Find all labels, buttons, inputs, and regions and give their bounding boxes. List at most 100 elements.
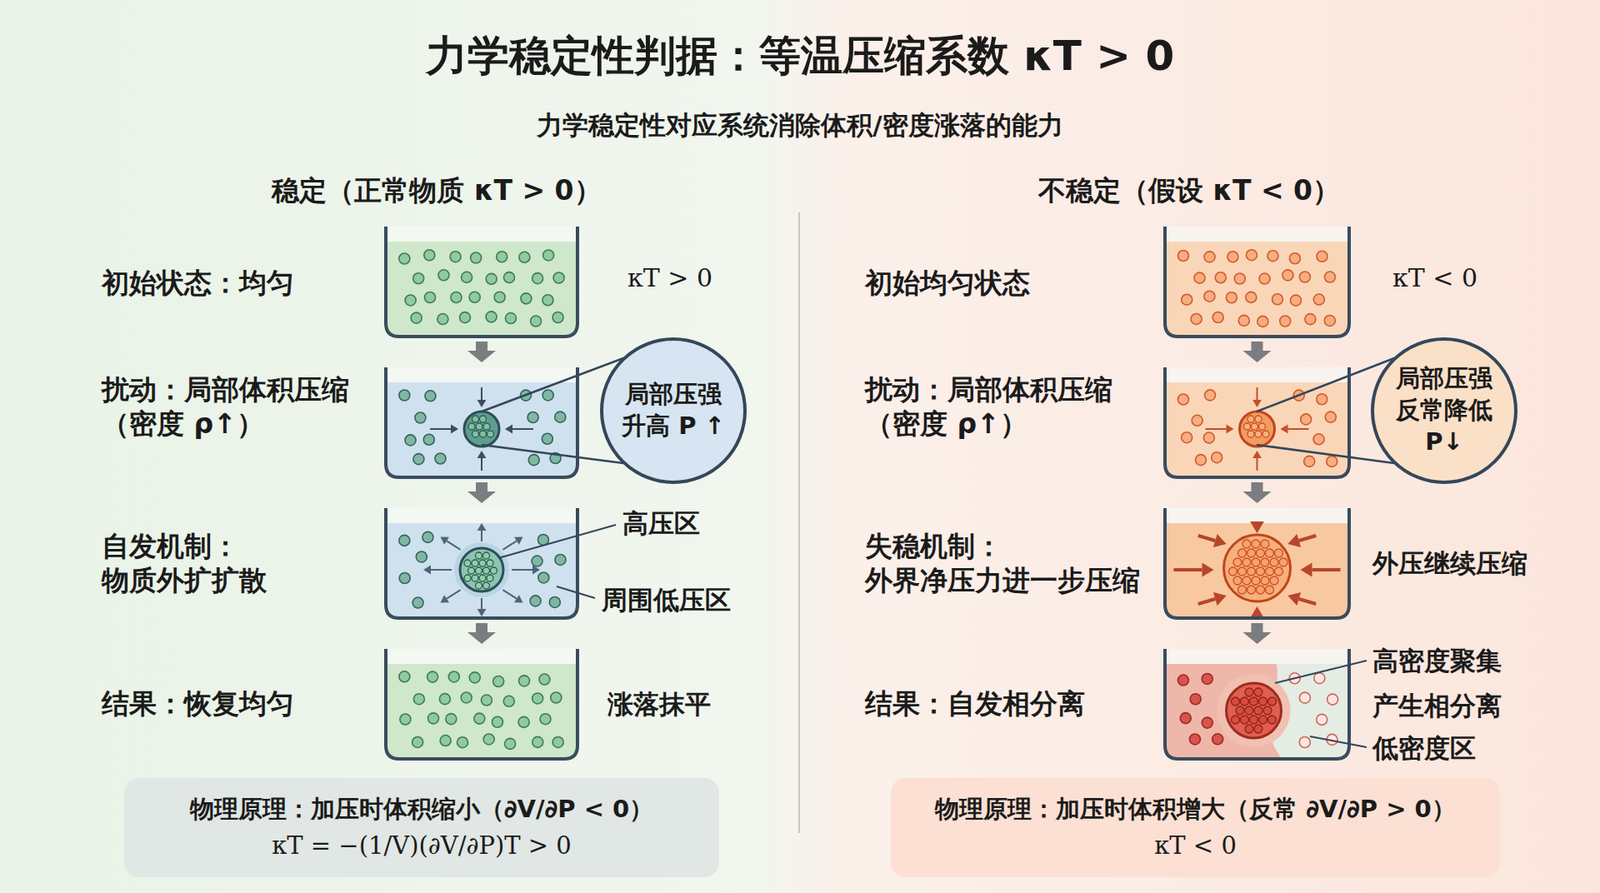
beaker-outline <box>385 367 578 478</box>
step-arrow-head <box>1243 350 1272 363</box>
particle <box>1177 675 1189 686</box>
annotation: 外压继续压缩 <box>1372 547 1528 580</box>
arrow-head <box>532 565 540 575</box>
particle <box>1205 390 1216 401</box>
particle <box>1268 697 1277 706</box>
particle <box>399 253 410 265</box>
formula: κT = −(1/V)(∂V/∂P)T > 0 <box>140 828 703 865</box>
particle <box>541 433 553 445</box>
particle <box>1211 452 1223 464</box>
particle <box>519 675 530 687</box>
particle <box>413 454 425 465</box>
beaker-air <box>1165 649 1350 666</box>
step-arrow-head <box>467 491 496 504</box>
liquid <box>1165 241 1350 337</box>
particle <box>1247 415 1255 423</box>
arrow-head <box>1213 592 1227 606</box>
arrow-head <box>1287 534 1301 548</box>
beaker-outline <box>1165 367 1350 478</box>
particle <box>437 314 449 325</box>
callout-circle: 局部压强反常降低 P↓ <box>1370 337 1518 485</box>
cluster <box>464 411 500 447</box>
step-label: 初始均匀状态 <box>865 265 1030 300</box>
leader-line <box>1275 660 1367 684</box>
particle <box>480 430 487 438</box>
particle <box>399 390 410 401</box>
arrow-shaft <box>502 590 516 600</box>
particle <box>483 567 490 575</box>
particle <box>483 552 490 560</box>
column-heading: 稳定（正常物质 κT > 0） <box>271 173 601 208</box>
arrow-head <box>423 565 431 575</box>
particle <box>1229 567 1238 576</box>
particle <box>1235 706 1245 715</box>
arrow-shaft <box>1288 428 1310 430</box>
particle <box>425 390 436 402</box>
arrow-head <box>477 400 487 408</box>
particle <box>486 575 494 582</box>
callout-circle: 局部压强升高 P ↑ <box>600 337 747 485</box>
formula: κT < 0 <box>907 828 1484 865</box>
particle <box>1282 270 1294 281</box>
particle <box>1191 415 1203 426</box>
particle <box>460 692 472 704</box>
beaker <box>385 508 578 619</box>
beaker-outline <box>385 226 578 337</box>
particle <box>425 292 436 304</box>
particle <box>1238 585 1247 595</box>
particle <box>1260 576 1270 585</box>
particle <box>399 671 410 683</box>
particle <box>1247 430 1255 438</box>
particle <box>542 295 554 306</box>
annotation: 产生相分离 <box>1372 690 1502 723</box>
value-label: κT > 0 <box>627 262 713 295</box>
particle <box>475 567 483 575</box>
particle <box>1244 423 1251 430</box>
particle <box>468 423 475 430</box>
liquid <box>385 241 578 337</box>
particle <box>539 674 550 685</box>
arrow-shaft <box>1198 599 1216 605</box>
particle <box>553 272 565 284</box>
annotation: 高压区 <box>622 507 700 540</box>
particle <box>479 560 486 567</box>
particle <box>428 713 440 725</box>
arrow-head <box>477 523 487 531</box>
particle <box>532 693 544 705</box>
beaker-air <box>1165 226 1350 244</box>
beaker <box>385 226 578 337</box>
particle <box>518 716 530 728</box>
cluster <box>1224 535 1291 602</box>
particle <box>1271 294 1283 305</box>
particle <box>400 714 411 725</box>
arrow-shaft <box>1312 568 1341 572</box>
liquid <box>1165 382 1350 478</box>
particle <box>531 555 543 567</box>
particle <box>1305 314 1316 325</box>
particle <box>486 560 494 567</box>
particle <box>405 435 416 446</box>
particle <box>415 551 427 563</box>
particle <box>1215 272 1226 284</box>
particle <box>1190 313 1202 325</box>
arrow-shaft <box>480 458 483 471</box>
particle <box>413 273 425 285</box>
particle <box>1181 432 1193 444</box>
particle <box>549 596 560 608</box>
particle <box>1260 540 1270 549</box>
particle <box>1259 273 1270 285</box>
particle <box>1247 585 1256 595</box>
arrow-head <box>1250 521 1265 534</box>
particle <box>1259 697 1268 706</box>
particle <box>1245 688 1254 697</box>
annotation: 周围低压区 <box>601 584 731 617</box>
particle <box>1251 576 1260 585</box>
leader-line <box>1256 445 1395 464</box>
particle <box>494 291 505 303</box>
particle <box>1189 734 1200 745</box>
particle <box>1270 558 1279 567</box>
particle <box>1327 694 1339 705</box>
arrow-head <box>1213 534 1227 548</box>
beaker-air <box>385 367 578 385</box>
particle <box>1251 540 1260 549</box>
